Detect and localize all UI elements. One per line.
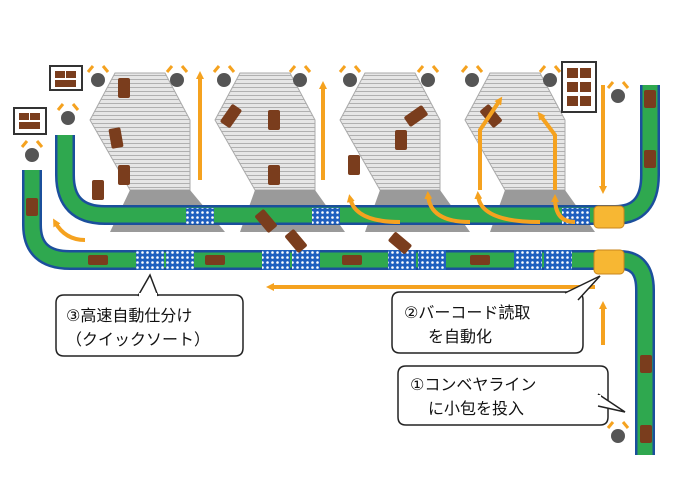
barcode-scanner (593, 249, 625, 275)
parcel (108, 127, 124, 149)
roller-module (262, 250, 290, 270)
parcel (118, 165, 130, 185)
roll-cage (49, 65, 83, 91)
operator-icon (460, 65, 484, 87)
operator-icon (86, 65, 110, 87)
operator-icon (56, 103, 80, 125)
barcode-scanner (593, 205, 625, 229)
flow-arrow (551, 194, 576, 224)
flow-arrow (424, 191, 471, 224)
operator-icons (20, 65, 630, 443)
roller-module (166, 250, 194, 270)
roller-module (292, 250, 320, 270)
flow-arrow (53, 218, 86, 242)
operator-icon (212, 65, 236, 87)
callout-step1-line1: ①コンベヤライン (410, 375, 536, 394)
parcel (348, 155, 360, 175)
callout-step3-line1: ③高速自動仕分け (66, 306, 192, 325)
operator-icon (538, 65, 562, 87)
roller-module (544, 250, 572, 270)
parcel (205, 255, 225, 265)
flow-arrow (537, 111, 557, 190)
parcel (268, 165, 280, 185)
roller-module (418, 250, 446, 270)
operator-icon (288, 65, 312, 87)
operator-icon (606, 421, 630, 443)
parcel (118, 78, 130, 98)
parcel (395, 130, 407, 150)
roller-modules (136, 208, 590, 270)
roll-cages (13, 61, 597, 135)
roller-module (514, 250, 542, 270)
parcel (388, 232, 412, 254)
callout-step2-line1: ②バーコード読取 (404, 303, 530, 322)
parcel (644, 150, 656, 168)
roll-cage (13, 107, 47, 135)
callout-step1-line2: に小包を投入 (428, 399, 524, 418)
parcel (268, 110, 280, 130)
barcode-scanners (593, 205, 625, 275)
operator-icon (338, 65, 362, 87)
roll-cage (561, 61, 597, 113)
parcel (255, 209, 277, 233)
parcel (220, 104, 242, 128)
roller-module (312, 208, 340, 224)
parcel (644, 90, 656, 108)
parcel (342, 255, 362, 265)
operator-icon (165, 65, 189, 87)
parcel (640, 355, 652, 373)
roller-module (388, 250, 416, 270)
callout-step3-line2: （クイックソート） (66, 330, 210, 349)
flow-arrow (346, 194, 401, 224)
parcel (88, 255, 108, 265)
roller-module (186, 208, 214, 224)
operator-icon (20, 140, 44, 162)
parcel (640, 425, 652, 443)
parcel (285, 229, 307, 253)
flow-arrow (478, 96, 503, 190)
parcel (470, 255, 490, 265)
operator-icon (606, 81, 630, 103)
operator-icon (416, 65, 440, 87)
flow-arrows (53, 71, 607, 345)
roller-module (136, 250, 164, 270)
callout-step2-line2: を自動化 (428, 327, 492, 346)
parcel (26, 198, 38, 216)
callout-step3: ③高速自動仕分け （クイックソート） (55, 273, 244, 357)
flow-arrow (474, 191, 541, 224)
callout-step1: ①コンベヤライン に小包を投入 (397, 365, 626, 426)
parcel (404, 105, 428, 127)
callout-step2: ②バーコード読取 を自動化 (391, 275, 601, 354)
parcel (92, 180, 104, 200)
parcels (26, 78, 656, 443)
